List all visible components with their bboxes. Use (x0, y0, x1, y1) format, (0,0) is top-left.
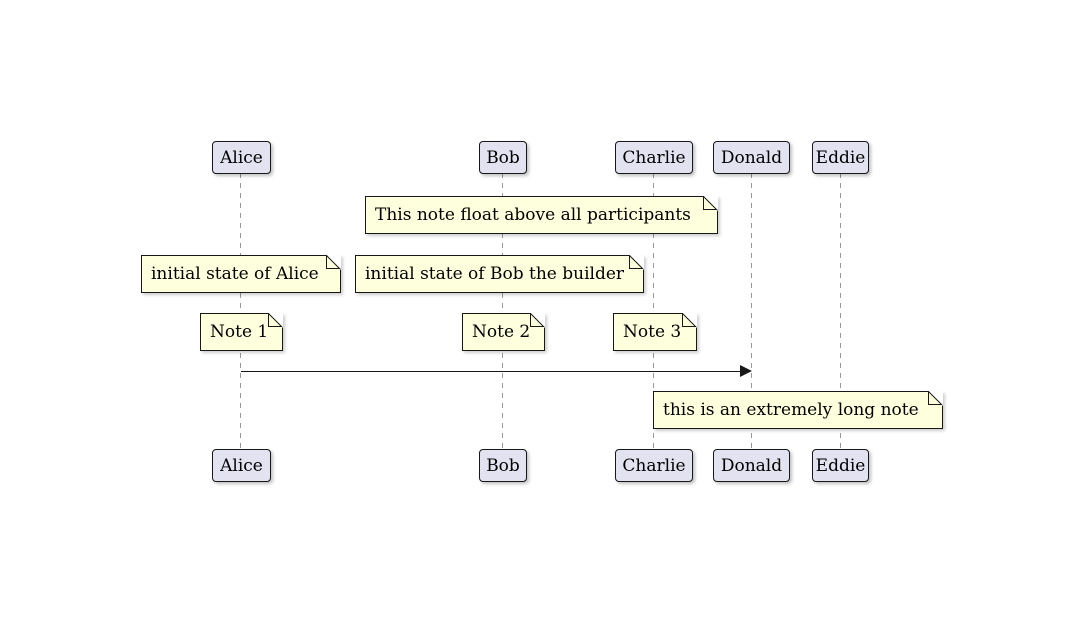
participant-bob-bottom: Bob (479, 449, 527, 482)
participant-label: Alice (220, 455, 263, 476)
participant-donald-bottom: Donald (713, 449, 790, 482)
participant-alice-bottom: Alice (212, 449, 271, 482)
note-text: Note 1 (210, 322, 269, 342)
lifeline-alice (240, 173, 241, 450)
lifeline-donald (751, 173, 752, 450)
note-text: Note 2 (472, 322, 531, 342)
note-text: Note 3 (623, 322, 682, 342)
participant-alice-top: Alice (212, 141, 271, 174)
participant-bob-top: Bob (479, 141, 527, 174)
participant-label: Charlie (622, 455, 686, 476)
note-text: This note float above all participants (375, 205, 691, 225)
participant-eddie-bottom: Eddie (812, 449, 869, 482)
participant-label: Donald (720, 147, 783, 168)
note-fold-icon (629, 255, 644, 270)
note-text: this is an extremely long note (663, 400, 919, 420)
note-extremely-long: this is an extremely long note (653, 391, 943, 429)
participant-eddie-top: Eddie (812, 141, 869, 174)
participant-charlie-bottom: Charlie (615, 449, 693, 482)
lifeline-bob (502, 173, 503, 450)
note-3: Note 3 (613, 313, 697, 351)
participant-label: Bob (486, 455, 520, 476)
note-2: Note 2 (462, 313, 545, 351)
note-fold-icon (703, 196, 718, 211)
participant-label: Eddie (815, 455, 866, 476)
arrow-line (241, 371, 741, 372)
participant-label: Eddie (815, 147, 866, 168)
arrow-head-icon (740, 365, 752, 377)
note-initial-state-bob: initial state of Bob the builder (355, 255, 644, 293)
message-arrow-alice-to-donald (241, 365, 752, 378)
participant-charlie-top: Charlie (615, 141, 693, 174)
participant-label: Bob (486, 147, 520, 168)
participant-label: Charlie (622, 147, 686, 168)
note-fold-icon (326, 255, 341, 270)
note-fold-icon (928, 391, 943, 406)
note-initial-state-alice: initial state of Alice (141, 255, 341, 293)
lifeline-eddie (840, 173, 841, 450)
note-float-above-participants: This note float above all participants (365, 196, 718, 234)
participant-label: Alice (220, 147, 263, 168)
note-1: Note 1 (200, 313, 283, 351)
note-text: initial state of Alice (151, 264, 319, 284)
lifeline-charlie (653, 173, 654, 450)
note-fold-icon (268, 313, 283, 328)
note-text: initial state of Bob the builder (365, 264, 625, 284)
note-fold-icon (682, 313, 697, 328)
participant-donald-top: Donald (713, 141, 790, 174)
note-fold-icon (530, 313, 545, 328)
participant-label: Donald (720, 455, 783, 476)
